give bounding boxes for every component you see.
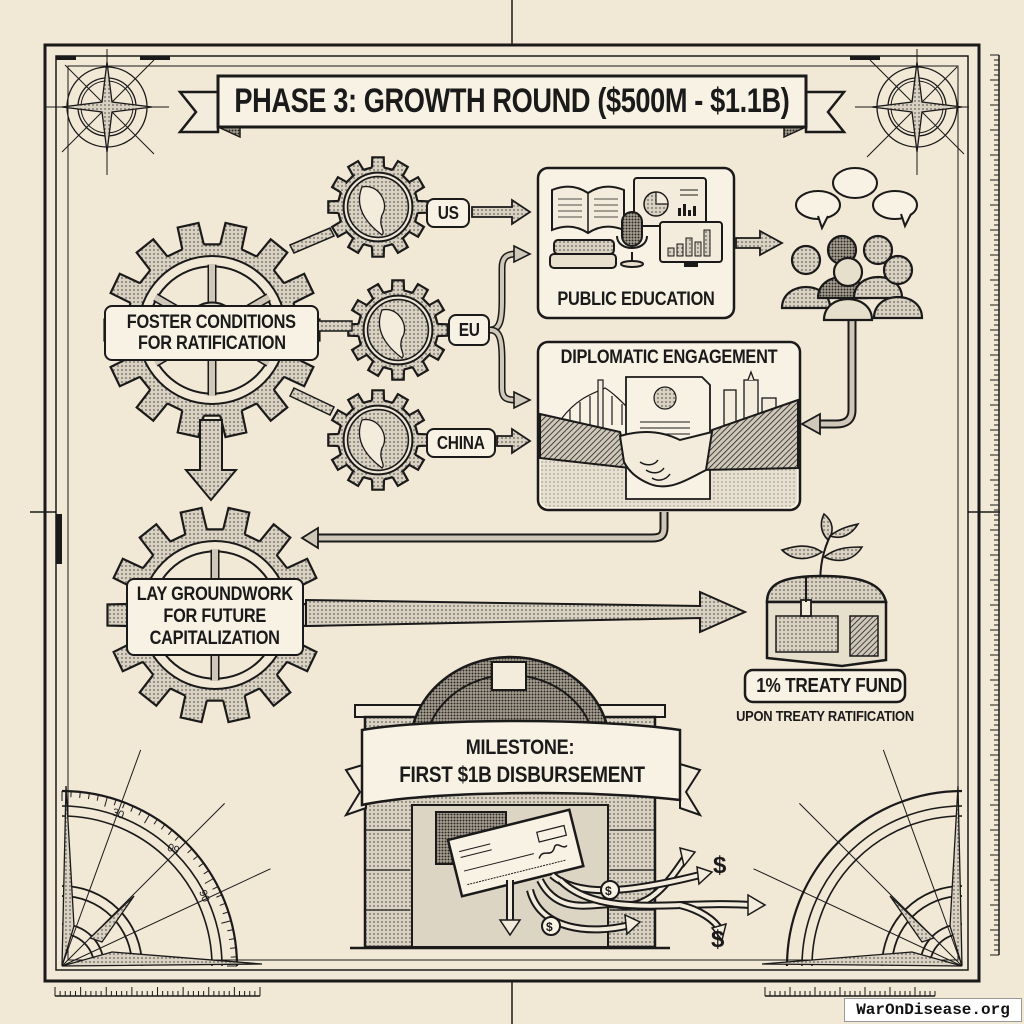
globe-asia-icon	[327, 389, 429, 491]
milestone-line1: MILESTONE:	[465, 736, 575, 759]
groundwork-label-line2: FOR FUTURE	[163, 606, 267, 627]
main-gear-label: FOSTER CONDITIONS FOR RATIFICATION	[104, 305, 319, 361]
arrow-groundwork-to-fund	[305, 590, 748, 634]
svg-text:$: $	[605, 884, 612, 898]
book-stack-icon	[549, 239, 617, 269]
ruler-right	[990, 54, 1000, 956]
milestone-line2: FIRST $1B DISBURSEMENT	[399, 762, 645, 787]
page-title-box: PHASE 3: GROWTH ROUND ($500M - $1.1B)	[234, 80, 790, 122]
compass-rose-icon	[855, 49, 969, 175]
title-ribbon	[177, 74, 847, 139]
check-icon	[446, 808, 585, 898]
arrow-education-to-audience	[735, 229, 784, 257]
arrow-china-to-diplomatic	[496, 427, 532, 455]
protractor-left-icon	[61, 749, 271, 967]
protractor-right-icon	[753, 749, 963, 967]
bar-chart-monitor-icon	[659, 221, 723, 267]
arrow-diplomatic-to-groundwork	[300, 512, 669, 550]
region-tag-eu-text: EU	[458, 319, 480, 340]
main-gear-label-line2: FOR RATIFICATION	[137, 333, 286, 354]
region-tag-china: CHINA	[426, 428, 496, 458]
page-frame	[30, 0, 1000, 1024]
fund-label: 1% TREATY FUND	[756, 675, 902, 697]
watermark: WarOnDisease.org	[844, 998, 1022, 1022]
diplomatic-engagement-panel	[536, 340, 802, 512]
svg-text:$: $	[546, 920, 553, 934]
groundwork-label-line3: CAPITALIZATION	[149, 628, 281, 649]
arrow-eu-split	[489, 244, 532, 410]
groundwork-gear-label: LAY GROUNDWORK FOR FUTURE CAPITALIZATION	[126, 578, 304, 656]
public-education-panel	[536, 166, 736, 320]
pie-chart-monitor-icon	[633, 177, 707, 227]
region-tag-china-text: CHINA	[437, 432, 485, 453]
diplomatic-engagement-label: DIPLOMATIC ENGAGEMENT	[560, 347, 778, 368]
microphone-icon	[616, 211, 648, 268]
dollar-sign-icon: $ $ $ $	[546, 852, 727, 953]
region-tag-us-text: US	[437, 202, 459, 223]
arrow-audience-to-diplomatic	[800, 315, 857, 436]
milestone-ribbon	[343, 719, 703, 817]
handshake-icon	[539, 398, 799, 488]
ruler-bottom-left	[54, 987, 261, 997]
svg-text:$: $	[711, 926, 725, 953]
arrow-us-to-education	[471, 198, 532, 226]
page-title: PHASE 3: GROWTH ROUND ($500M - $1.1B)	[234, 82, 790, 120]
region-tag-eu: EU	[448, 314, 490, 346]
region-tag-us: US	[426, 198, 470, 228]
globe-americas-icon	[327, 156, 429, 258]
coin-icon	[541, 880, 620, 936]
people-speech-bubbles-icon	[780, 167, 924, 322]
treasure-chest-sprout-icon	[765, 512, 888, 668]
fund-label-box	[743, 668, 907, 704]
public-education-label: PUBLIC EDUCATION	[557, 289, 715, 310]
globe-europe-africa-icon	[347, 279, 449, 381]
fund-sublabel: UPON TREATY RATIFICATION	[736, 708, 914, 725]
open-book-icon	[551, 185, 625, 235]
arrow-main-to-groundwork	[183, 419, 239, 502]
ruler-bottom-right	[764, 987, 936, 997]
groundwork-label-line1: LAY GROUNDWORK	[136, 584, 294, 605]
main-gear-label-line1: FOSTER CONDITIONS	[126, 312, 296, 333]
svg-text:$: $	[713, 852, 727, 879]
compass-rose-icon	[45, 49, 169, 175]
